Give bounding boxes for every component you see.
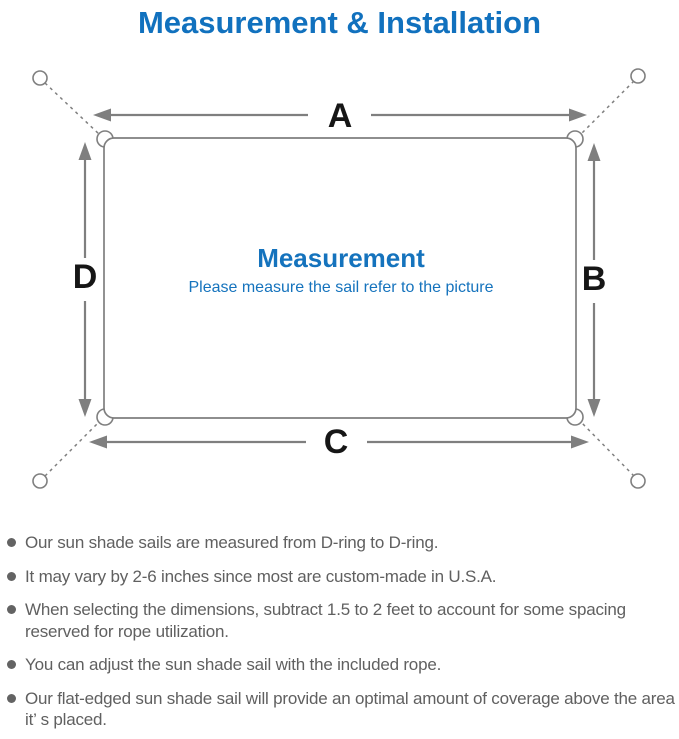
dimension-label-a: A <box>328 97 353 135</box>
arrowhead-left-icon <box>89 435 107 449</box>
anchor-ring-icon <box>630 68 646 84</box>
center-instruction: Measurement Please measure the sail refe… <box>188 243 493 296</box>
center-subtitle: Please measure the sail refer to the pic… <box>188 279 493 296</box>
dimension-arrow-lines <box>83 113 596 444</box>
list-item: Our flat-edged sun shade sail will provi… <box>7 688 677 731</box>
note-text: Our sun shade sails are measured from D-… <box>25 533 439 552</box>
dimension-label-c: C <box>324 423 349 461</box>
anchor-rings <box>32 68 646 489</box>
arrowheads <box>78 108 601 449</box>
bullet-icon <box>7 605 16 614</box>
anchor-ring-icon <box>32 473 48 489</box>
arrowhead-up-icon <box>78 142 92 160</box>
note-text: It may vary by 2-6 inches since most are… <box>25 566 497 586</box>
bullet-icon <box>7 538 16 547</box>
bullet-icon <box>7 660 16 669</box>
arrowhead-left-icon <box>93 108 111 122</box>
arrowhead-down-icon <box>78 399 92 417</box>
list-item: It may vary by 2-6 inches since most are… <box>7 566 677 588</box>
rope-line-bottom-left <box>44 420 101 477</box>
arrowhead-right-icon <box>569 108 587 122</box>
arrowhead-down-icon <box>587 399 601 417</box>
notes-list: Our sun shade sails are measured from D-… <box>0 518 679 731</box>
list-item: When selecting the dimensions, subtract … <box>7 599 677 642</box>
measurement-diagram: A D B C Measurement Please measure the s… <box>32 68 646 489</box>
bullet-icon <box>7 693 16 703</box>
rope-line-top-left <box>44 82 101 136</box>
rope-line-bottom-right <box>579 420 635 477</box>
rope-line-top-right <box>579 80 635 136</box>
anchor-ring-icon <box>32 70 48 86</box>
arrowhead-up-icon <box>587 143 601 161</box>
note-text: You can adjust the sun shade sail with t… <box>25 655 442 674</box>
dimension-labels: A D B C <box>73 97 607 461</box>
page-title: Measurement & Installation <box>137 5 542 40</box>
bullet-icon <box>7 571 16 581</box>
center-title: Measurement <box>257 243 425 273</box>
dimension-label-d: D <box>73 258 98 296</box>
anchor-ring-icon <box>630 473 646 489</box>
sail-outline <box>103 137 577 419</box>
dimension-label-b: B <box>582 260 607 298</box>
note-text: When selecting the dimensions, subtract … <box>25 600 626 641</box>
list-item: Our sun shade sails are measured from D-… <box>7 532 677 554</box>
arrowhead-right-icon <box>571 435 589 449</box>
note-text: Our flat-edged sun shade sail will provi… <box>25 688 675 730</box>
rope-dashed-lines <box>44 80 635 477</box>
list-item: You can adjust the sun shade sail with t… <box>7 654 677 676</box>
